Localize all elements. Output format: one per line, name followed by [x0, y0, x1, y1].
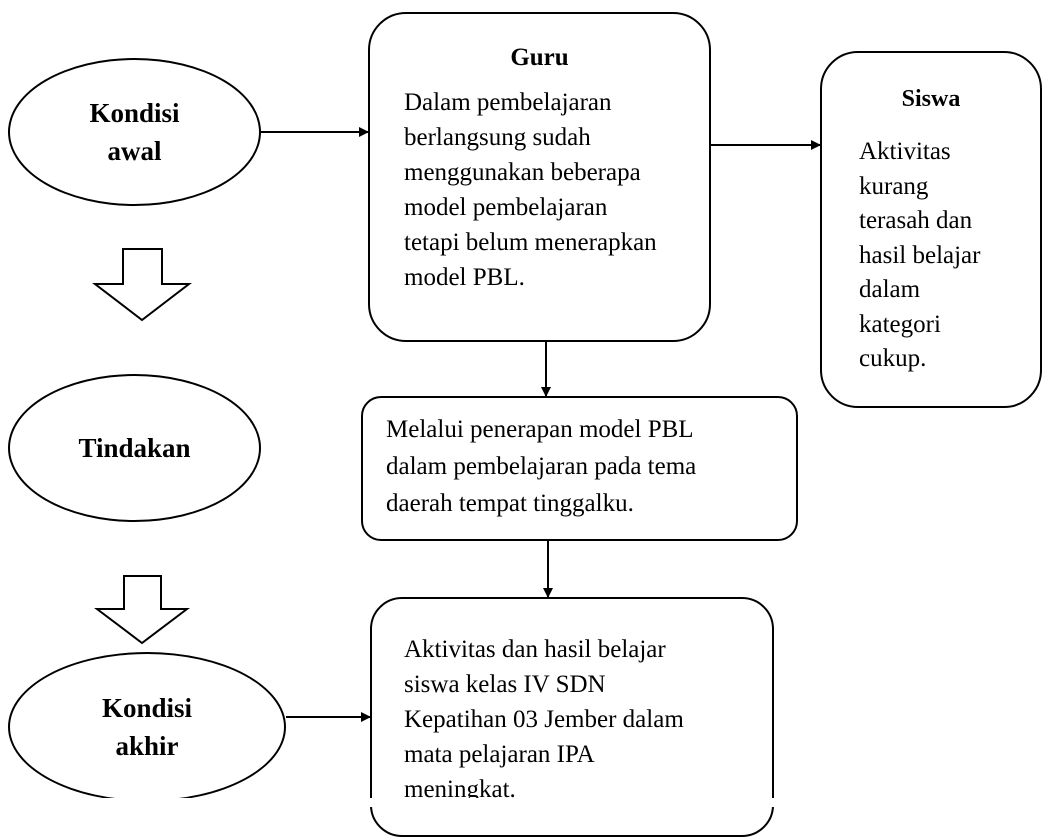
flow-diagram: Kondisi awal Tindakan Kondisi akhir Guru… — [0, 12, 1044, 837]
tindakan-label: Tindakan — [78, 433, 191, 463]
guru-box: Guru Dalam pembelajaran berlangsung suda… — [368, 12, 711, 342]
siswa-body: Aktivitas kurang terasah dan hasil belaj… — [859, 138, 981, 372]
down-arrow-1 — [92, 248, 192, 322]
tindakan-box: Melalui penerapan model PBL dalam pembel… — [361, 396, 798, 541]
hasil-box: Aktivitas dan hasil belajar siswa kelas … — [370, 597, 774, 837]
tindakan-body: Melalui penerapan model PBL dalam pembel… — [386, 416, 697, 517]
down-arrow-2 — [94, 575, 190, 645]
siswa-title: Siswa — [901, 86, 961, 112]
kondisi-awal-node: Kondisi awal — [8, 58, 261, 206]
connectors — [92, 127, 821, 722]
guru-body: Dalam pembelajaran berlangsung sudah men… — [404, 89, 657, 291]
page-bottom-crop — [0, 798, 1044, 807]
kondisi-akhir-label: Kondisi akhir — [101, 693, 193, 761]
guru-title: Guru — [510, 44, 569, 71]
siswa-box: Siswa Aktivitas kurang terasah dan hasil… — [820, 51, 1042, 408]
hasil-body: Aktivitas dan hasil belajar siswa kelas … — [404, 636, 684, 803]
tindakan-node: Tindakan — [8, 374, 261, 522]
kondisi-awal-label: Kondisi awal — [89, 98, 180, 166]
kondisi-akhir-node: Kondisi akhir — [8, 652, 286, 802]
